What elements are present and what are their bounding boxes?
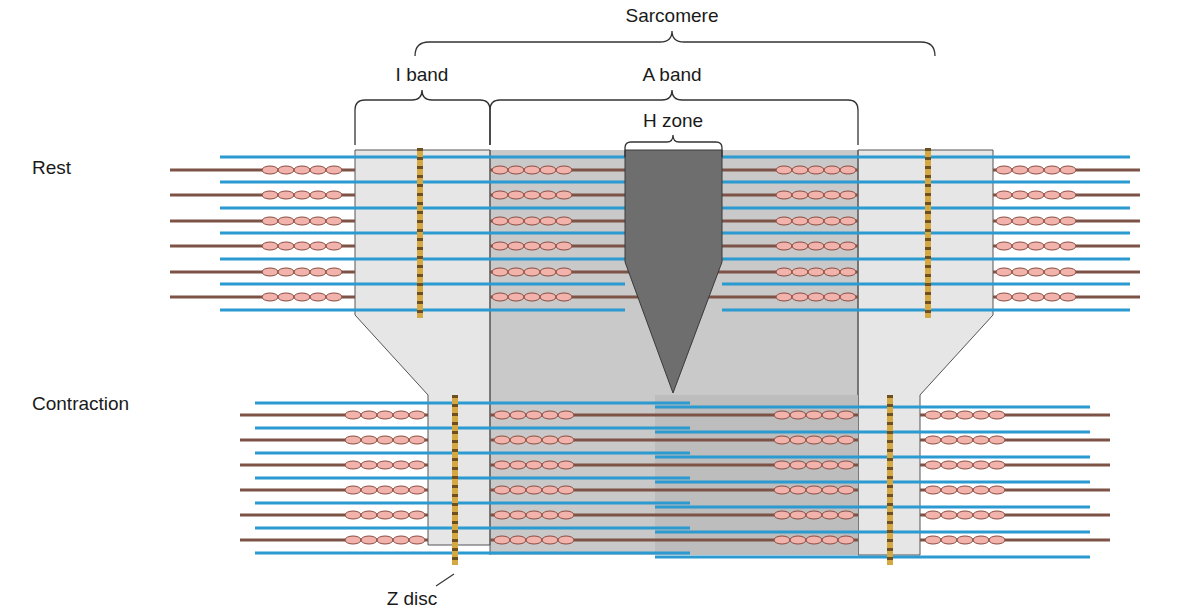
z-disc: [455, 395, 456, 565]
z-disc: [890, 395, 891, 565]
band-label: A band: [642, 64, 701, 86]
band-label: I band: [396, 64, 449, 86]
thick-filaments-contraction: [240, 411, 1110, 544]
thin-filaments-contraction: [255, 403, 1090, 557]
bracket-label: Sarcomere: [626, 5, 719, 27]
h-zone: [625, 150, 722, 393]
brackets: [355, 31, 935, 157]
z-disc: [928, 148, 929, 318]
part-label: Z disc: [387, 588, 438, 610]
band-label: H zone: [643, 110, 703, 132]
state-label: Contraction: [32, 393, 129, 415]
a-band-ground: [490, 150, 858, 555]
z-disc: [420, 148, 421, 318]
leader-line: [436, 574, 454, 586]
state-label: Rest: [32, 157, 71, 179]
